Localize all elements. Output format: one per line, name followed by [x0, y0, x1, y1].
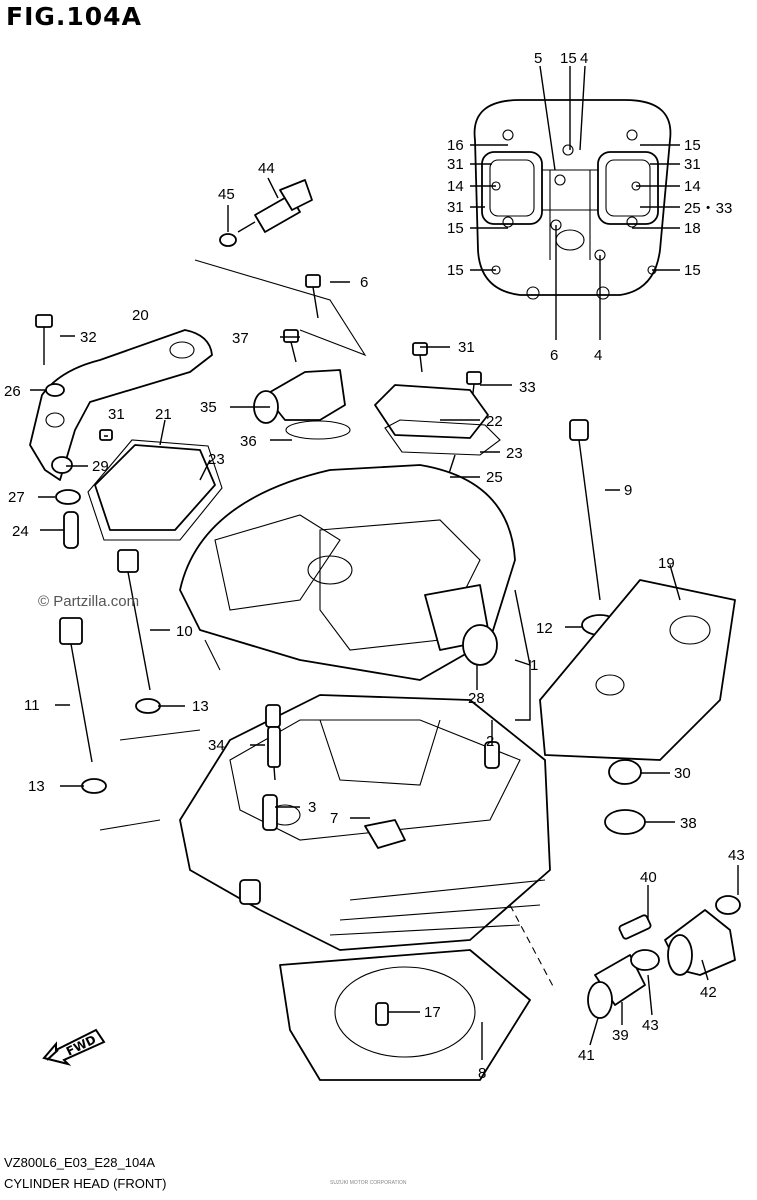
callout-34: 34 [208, 737, 225, 754]
callout-40: 40 [640, 869, 657, 886]
fwd-label: FWD [64, 1032, 98, 1058]
callout-5: 5 [534, 50, 542, 67]
callout-18: 18 [684, 220, 701, 237]
head-top-view-inset [473, 99, 672, 300]
callout-7: 7 [330, 810, 338, 827]
callout-25: 25 [486, 469, 503, 486]
callout-15: 15 [560, 50, 577, 67]
callout-11: 11 [24, 697, 40, 714]
callout-23: 23 [506, 445, 523, 462]
callout-35: 35 [200, 399, 217, 416]
valve-cover-right [374, 384, 501, 456]
callout-32: 32 [80, 329, 97, 346]
callout-28: 28 [468, 690, 485, 707]
callout-43: 43 [642, 1017, 659, 1034]
figure-title: FIG.104A [6, 2, 142, 31]
diagram-name: CYLINDER HEAD (FRONT) [4, 1176, 167, 1191]
callout-22: 22 [486, 413, 503, 430]
callout-labels: 5 15 4 16 15 31 31 14 14 31 25・33 15 18 … [4, 50, 745, 1082]
callout-31: 31 [458, 339, 475, 356]
callout-13: 13 [28, 778, 45, 795]
callout-17: 17 [424, 1004, 441, 1021]
side-cover [539, 579, 736, 761]
callout-31: 31 [447, 199, 464, 216]
callout-38: 38 [680, 815, 697, 832]
callout-44: 44 [258, 160, 275, 177]
callout-14: 14 [447, 178, 464, 195]
callout-9: 9 [624, 482, 632, 499]
callout-13: 13 [192, 698, 209, 715]
small-print: SUZUKI MOTOR CORPORATION [330, 1180, 407, 1186]
callout-45: 45 [218, 186, 235, 203]
callout-31: 31 [684, 156, 701, 173]
callout-3: 3 [308, 799, 316, 816]
callout-20: 20 [132, 307, 149, 324]
callout-19: 19 [658, 555, 675, 572]
valve-cover-left [87, 439, 223, 541]
callout-15: 15 [447, 220, 464, 237]
callout-26: 26 [4, 383, 21, 400]
callout-12: 12 [536, 620, 553, 637]
callout-43: 43 [728, 847, 745, 864]
diagram-code: VZ800L6_E03_E28_104A [4, 1155, 156, 1170]
callout-25-33: 25・33 [684, 200, 732, 217]
callout-15: 15 [684, 262, 701, 279]
callout-4: 4 [580, 50, 588, 67]
callout-39: 39 [612, 1027, 629, 1044]
callout-31: 31 [108, 406, 125, 423]
callout-41: 41 [578, 1047, 595, 1064]
temperature-sensor [219, 179, 313, 247]
callout-23: 23 [208, 451, 225, 468]
cylinder-head [179, 694, 551, 951]
callout-10: 10 [176, 623, 193, 640]
cylinder-head-cover [179, 464, 516, 681]
callout-6: 6 [360, 274, 368, 291]
watermark: © Partzilla.com [38, 593, 140, 610]
callout-8: 8 [478, 1065, 486, 1082]
water-outlet [253, 369, 351, 440]
cylinder-head-gasket [279, 949, 531, 1081]
callout-6: 6 [550, 347, 558, 364]
callout-15: 15 [684, 137, 701, 154]
callout-4: 4 [594, 347, 602, 364]
cap-plug [462, 624, 498, 666]
callout-27: 27 [8, 489, 25, 506]
callout-37: 37 [232, 330, 249, 347]
callout-42: 42 [700, 984, 717, 1001]
callout-21: 21 [155, 406, 172, 423]
callout-31: 31 [447, 156, 464, 173]
callout-14: 14 [684, 178, 701, 195]
fwd-arrow-icon: FWD [42, 1028, 106, 1066]
callout-24: 24 [12, 523, 29, 540]
callout-30: 30 [674, 765, 691, 782]
callout-1: 1 [530, 657, 538, 674]
callout-16: 16 [447, 137, 464, 154]
callout-15: 15 [447, 262, 464, 279]
callout-36: 36 [240, 433, 257, 450]
cover-bracket [29, 329, 213, 481]
callout-2: 2 [486, 733, 494, 750]
callout-33: 33 [519, 379, 536, 396]
leader-lines [30, 65, 739, 1060]
callout-29: 29 [92, 458, 109, 475]
